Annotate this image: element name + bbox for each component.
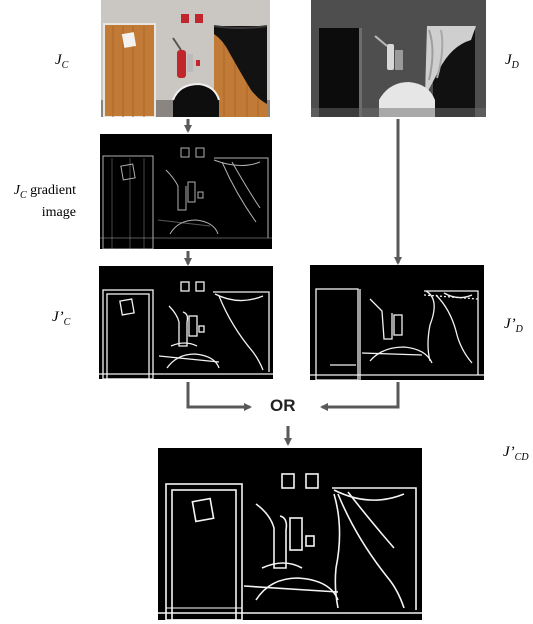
- label-grad-line2: image: [41, 204, 76, 220]
- label-jpc-main: J’: [52, 309, 64, 325]
- notice-paper: [121, 32, 137, 48]
- jpd-edge-image: [310, 265, 484, 380]
- label-jpc-sub: C: [63, 317, 71, 328]
- or-operator: OR: [270, 396, 296, 415]
- label-jc: JC: [55, 52, 68, 71]
- depth-door-left: [319, 28, 359, 117]
- label-jpc: J’C: [52, 309, 70, 328]
- label-jpd: J’D: [504, 316, 523, 335]
- label-jd-main: J: [505, 52, 512, 68]
- arrow-jpc-to-or: [186, 382, 252, 411]
- jc-color-image: [101, 0, 270, 117]
- label-jc-sub: C: [61, 60, 69, 71]
- jpc-edge-image: [99, 266, 273, 379]
- extinguisher-1: [177, 50, 186, 78]
- label-jpcd-main: J’: [503, 444, 515, 460]
- label-grad-rest: gradient: [26, 183, 76, 198]
- jpcd-edge-image: [158, 448, 422, 620]
- label-jpcd-sub: CD: [514, 452, 529, 463]
- label-jd: JD: [505, 52, 519, 71]
- label-jd-sub: D: [511, 60, 519, 71]
- arrow-jpd-to-or: [320, 382, 400, 411]
- label-grad-main: J: [13, 183, 20, 198]
- label-grad-sub: C: [19, 189, 27, 201]
- jd-depth-image: [311, 0, 486, 117]
- label-jc-gradient: JC gradient image: [0, 182, 76, 221]
- label-jc-main: J: [55, 52, 62, 68]
- jc-gradient-image: [100, 134, 272, 249]
- label-jpd-main: J’: [504, 316, 516, 332]
- label-jpcd: J’CD: [503, 444, 529, 463]
- curtain: [214, 26, 267, 104]
- label-jpd-sub: D: [515, 324, 523, 335]
